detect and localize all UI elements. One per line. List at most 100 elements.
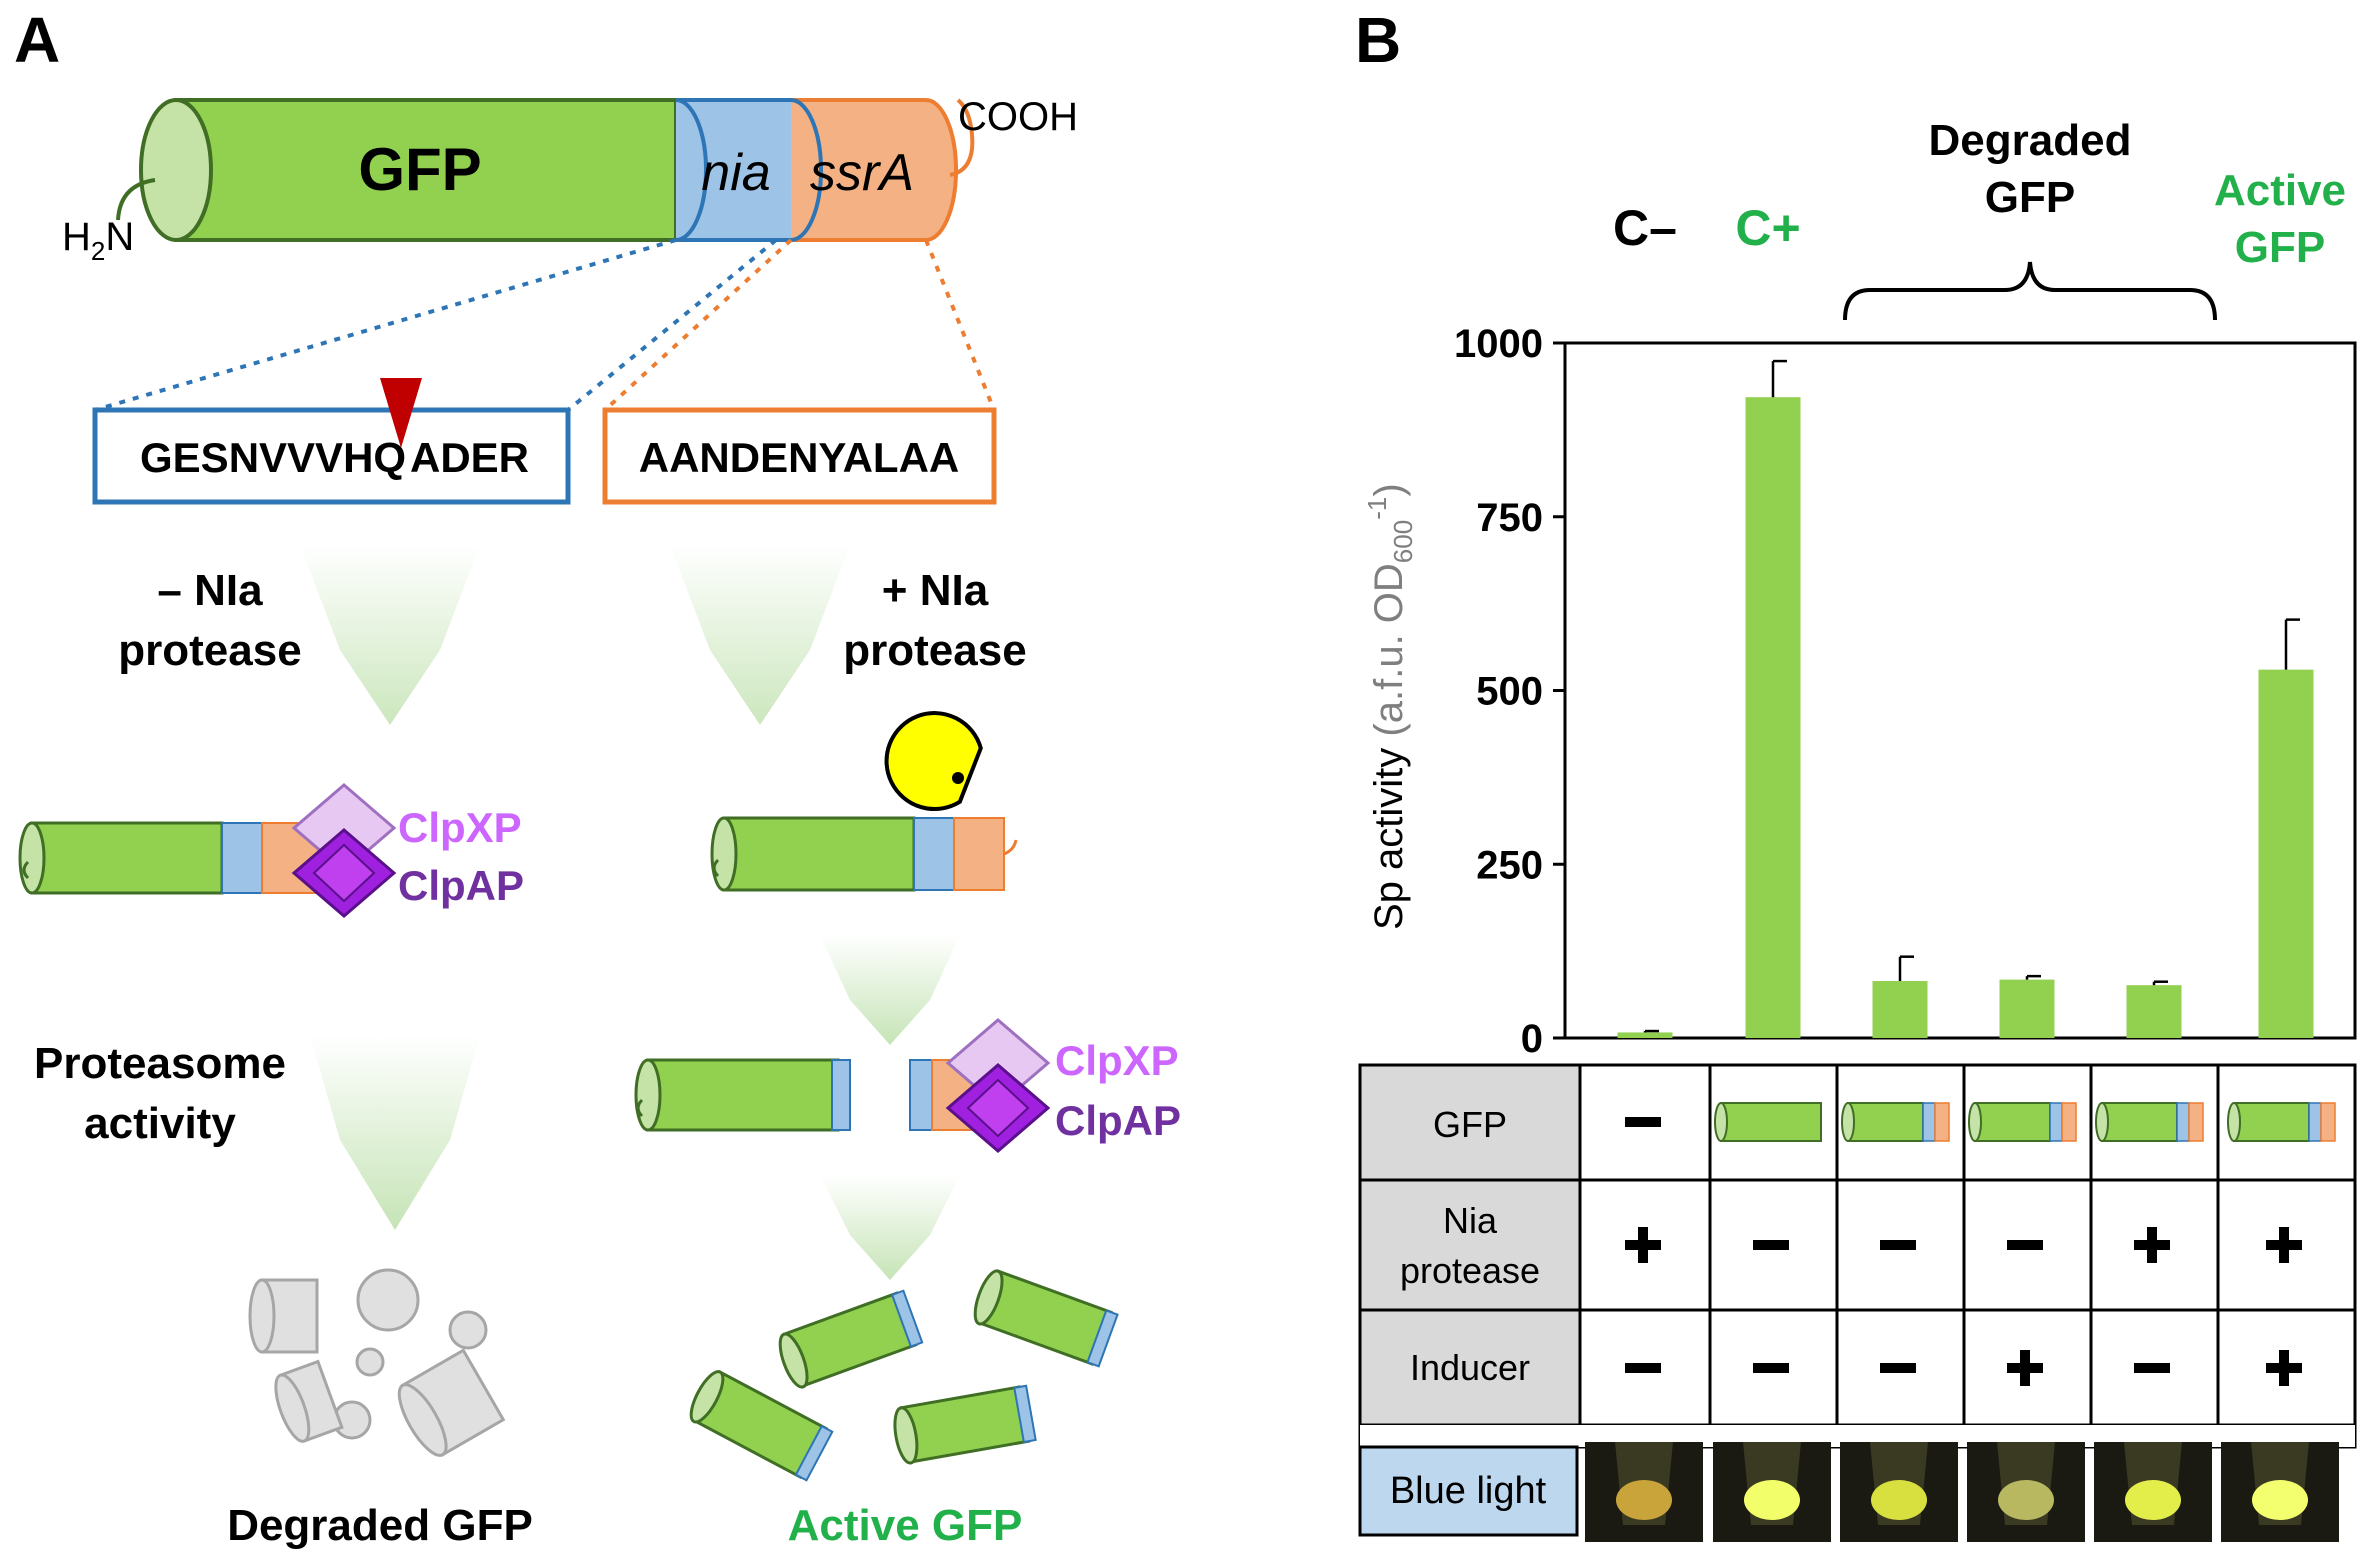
clpxp-label-right: ClpXP — [1055, 1037, 1179, 1084]
arrow-active — [820, 1175, 960, 1280]
plus-sign — [2147, 1227, 2157, 1263]
blue-light-label-box — [1358, 1445, 1579, 1537]
header-degraded-line1: Degraded — [1929, 116, 2132, 165]
minus-sign — [1880, 1240, 1916, 1250]
arrow-plus-nia — [670, 545, 850, 725]
plus-sign — [1638, 1227, 1648, 1263]
nh2-label: H2N — [62, 215, 134, 266]
nia-segment — [676, 100, 791, 240]
tube-photo — [1967, 1442, 2085, 1542]
nia-protease-pacman — [884, 711, 983, 812]
minus-nia-line2: protease — [118, 626, 301, 675]
header-active-line2: GFP — [2235, 223, 2325, 272]
gfp-end-cap — [139, 98, 213, 242]
minus-nia-line1: – NIa — [157, 566, 263, 615]
ssra-sequence-box — [602, 407, 997, 505]
row-label-gfp: GFP — [1433, 1104, 1507, 1145]
clpxp-label-left: ClpXP — [398, 804, 522, 851]
y-tick-label: 750 — [1476, 496, 1543, 540]
degraded-bracket — [1843, 261, 2217, 321]
row-label-nia-line2: protease — [1400, 1250, 1540, 1291]
header-degraded-line2: GFP — [1985, 173, 2075, 222]
active-gfp-molecules — [689, 1269, 1119, 1482]
bar — [1617, 1032, 1673, 1038]
plus-sign — [2279, 1350, 2289, 1386]
zoom-connectors — [94, 238, 996, 412]
pacman-eye — [952, 772, 964, 784]
y-axis-label: Sp activity (a.f.u. OD600-1) — [1362, 483, 1418, 930]
chart-error-bars — [1643, 359, 2300, 1033]
minus-sign — [2134, 1363, 2170, 1373]
row-label-inducer: Inducer — [1410, 1347, 1530, 1388]
cooh-tail — [949, 98, 975, 177]
tagged-gfp-icon — [2227, 1102, 2336, 1142]
minus-sign — [1625, 1117, 1661, 1127]
plus-sign — [2279, 1227, 2289, 1263]
degraded-fragments — [248, 1268, 506, 1457]
clpap-label-right: ClpAP — [1055, 1097, 1181, 1144]
bar — [2258, 669, 2314, 1038]
header-active-line1: Active — [2214, 166, 2346, 215]
y-tick-label: 500 — [1476, 670, 1543, 714]
arrow-cleaved — [820, 935, 960, 1045]
condition-table — [1358, 1063, 2357, 1449]
proteasome-line1: Proteasome — [34, 1039, 286, 1088]
clpxp-clpap-right — [945, 1018, 1051, 1153]
minus-sign — [1625, 1363, 1661, 1373]
table-cells — [1625, 1102, 2336, 1386]
header-c-minus: C– — [1613, 200, 1677, 256]
active-gfp-label: Active GFP — [788, 1501, 1023, 1550]
row-label-blue-light: Blue light — [1390, 1470, 1547, 1512]
tagged-gfp-left — [18, 821, 333, 895]
bar — [1745, 397, 1801, 1039]
panel-b-label: B — [1355, 4, 1401, 76]
cooh-label: COOH — [958, 95, 1078, 139]
nh2-tail — [116, 178, 156, 221]
tube-photo — [2094, 1442, 2212, 1542]
tube-photo — [2221, 1442, 2339, 1542]
chart-plot-area — [1563, 341, 2357, 1040]
bar — [1872, 981, 1928, 1038]
cleavage-site-marker — [380, 378, 422, 448]
gfp-label: GFP — [358, 136, 481, 203]
cleaved-gfp — [634, 1058, 851, 1132]
tube-photo — [1713, 1442, 1831, 1542]
plus-sign — [2020, 1350, 2030, 1386]
y-tick-label: 250 — [1476, 843, 1543, 887]
nia-label: nia — [701, 144, 770, 202]
degraded-gfp-label: Degraded GFP — [227, 1501, 533, 1550]
minus-sign — [2007, 1240, 2043, 1250]
gfp-construct: GFP nia ssrA COOH H2N — [62, 95, 1078, 266]
y-tick-label: 1000 — [1454, 322, 1543, 366]
minus-sign — [1753, 1363, 1789, 1373]
tube-photo — [1585, 1442, 1703, 1542]
plus-nia-line2: protease — [843, 626, 1026, 675]
proteasome-line2: activity — [84, 1099, 236, 1148]
tagged-gfp-icon — [1968, 1102, 2077, 1142]
bar — [2126, 985, 2182, 1038]
ssra-sequence: AANDENYALAA — [639, 434, 959, 481]
nia-sequence-left: GESNVVVHQ — [140, 434, 406, 481]
minus-sign — [1880, 1363, 1916, 1373]
nia-sequence-right: ADER — [410, 434, 529, 481]
tagged-gfp-right — [710, 816, 1018, 892]
blue-light-photos — [1585, 1442, 2339, 1542]
clpxp-clpap-left — [291, 783, 397, 918]
plus-nia-line1: + NIa — [882, 566, 989, 615]
panel-a-label: A — [14, 4, 60, 76]
ssra-label: ssrA — [810, 144, 914, 202]
untagged-gfp-icon — [1714, 1102, 1822, 1142]
minus-sign — [1753, 1240, 1789, 1250]
nia-sequence-box — [92, 407, 571, 505]
gfp-barrel — [174, 98, 678, 242]
row-label-nia-line1: Nia — [1443, 1200, 1498, 1241]
clpap-label-left: ClpAP — [398, 862, 524, 909]
tagged-gfp-icon — [1841, 1102, 1950, 1142]
tagged-gfp-icon — [2095, 1102, 2204, 1142]
chart-bars — [1617, 397, 2314, 1039]
bar — [1999, 979, 2055, 1038]
arrow-proteasome — [310, 1035, 480, 1230]
tube-photo — [1840, 1442, 1958, 1542]
